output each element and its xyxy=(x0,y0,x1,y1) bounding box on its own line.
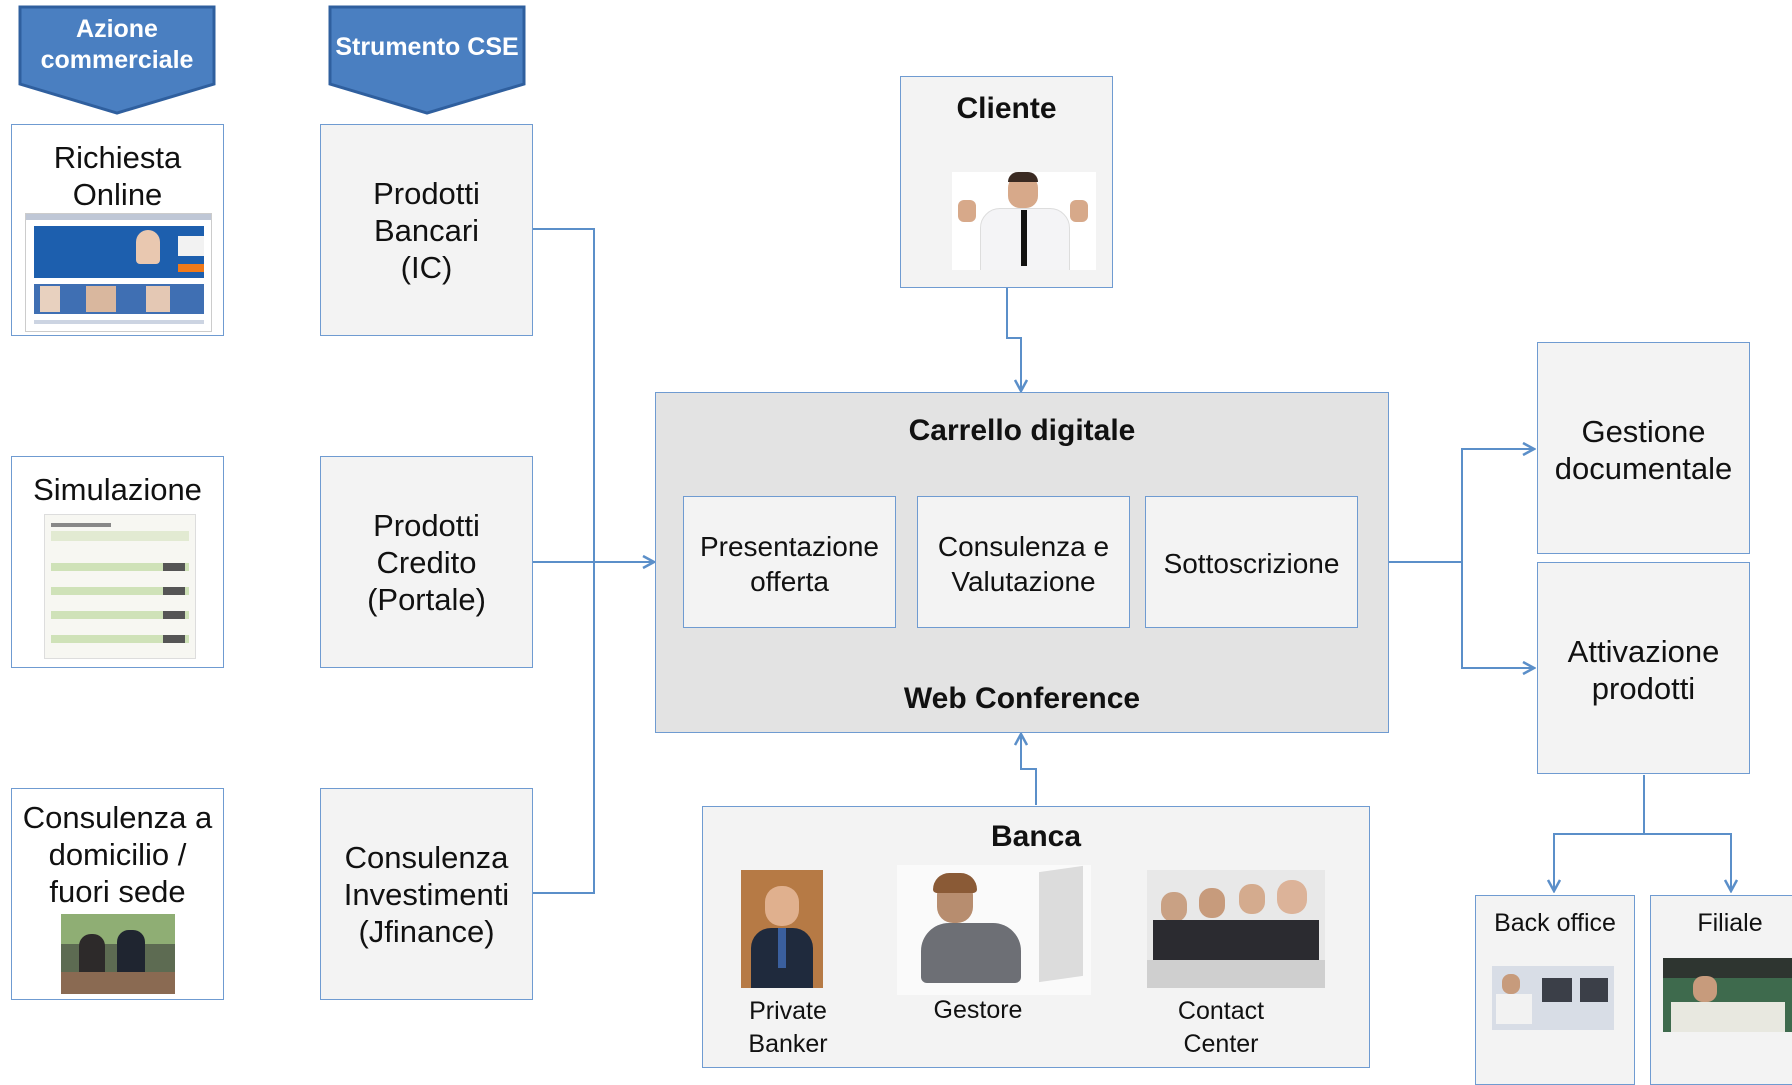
step-consulenza-valutazione: Consulenza e Valutazione xyxy=(917,496,1130,628)
connector-attivazione-filiale xyxy=(1644,833,1731,890)
connector-lines xyxy=(533,228,1792,894)
connector-cliente-carrello xyxy=(1006,288,1021,390)
step-sottoscrizione: Sottoscrizione xyxy=(1145,496,1358,628)
box-attivazione-prodotti: Attivazione prodotti xyxy=(1537,562,1750,774)
home-consulting-photo xyxy=(61,914,175,994)
header-azione-label: Azione commerciale xyxy=(40,15,194,75)
back-office-photo xyxy=(1492,966,1614,1030)
header-strumento-cse: Strumento CSE xyxy=(327,4,527,116)
header-strumento-label: Strumento CSE xyxy=(335,33,519,61)
box-gestione-documentale: Gestione documentale xyxy=(1537,342,1750,554)
role-contact-center: Contact Center xyxy=(1177,997,1265,1058)
private-banker-photo xyxy=(741,870,823,988)
step-consulenza-label: Consulenza e Valutazione xyxy=(937,531,1110,597)
back-office-label: Back office xyxy=(1494,909,1616,937)
consulenza-domicilio-label: Consulenza a domicilio / fuori sede xyxy=(22,800,213,910)
box-consulenza-domicilio: Consulenza a domicilio / fuori sede xyxy=(11,788,224,1000)
box-filiale: Filiale xyxy=(1650,895,1792,1085)
connector-carrello-split xyxy=(1389,449,1533,563)
contact-center-photo xyxy=(1147,870,1325,988)
box-richiesta-online: Richiesta Online xyxy=(11,124,224,336)
filiale-label: Filiale xyxy=(1697,909,1763,937)
box-consulenza-investimenti: Consulenza Investimenti (Jfinance) xyxy=(320,788,533,1000)
box-banca: Banca Private Banker Gestore Contact Cen… xyxy=(702,806,1370,1068)
simulation-screenshot-image xyxy=(44,514,196,659)
header-azione-commerciale: Azione commerciale xyxy=(17,4,217,116)
box-cliente: Cliente xyxy=(900,76,1113,288)
richiesta-online-label: Richiesta Online xyxy=(53,140,182,213)
role-private-banker: Private Banker xyxy=(748,997,828,1058)
role-gestore: Gestore xyxy=(933,996,1023,1024)
step-presentazione-label: Presentazione offerta xyxy=(699,531,879,597)
gestore-photo xyxy=(897,865,1091,995)
prodotti-bancari-label: Prodotti Bancari (IC) xyxy=(373,176,480,286)
consulenza-investimenti-label: Consulenza Investimenti (Jfinance) xyxy=(343,840,510,950)
banca-title: Banca xyxy=(990,820,1082,853)
attivazione-prodotti-label: Attivazione prodotti xyxy=(1567,634,1720,707)
simulazione-label: Simulazione xyxy=(33,472,202,507)
prodotti-credito-label: Prodotti Credito (Portale) xyxy=(367,508,486,618)
step-sottoscrizione-label: Sottoscrizione xyxy=(1163,548,1340,579)
gestione-documentale-label: Gestione documentale xyxy=(1554,414,1733,487)
connector-carrello-attivazione xyxy=(1461,562,1533,668)
carrello-footer: Web Conference xyxy=(903,682,1141,715)
box-back-office: Back office xyxy=(1475,895,1635,1085)
step-presentazione-offerta: Presentazione offerta xyxy=(683,496,896,628)
box-prodotti-bancari: Prodotti Bancari (IC) xyxy=(320,124,533,336)
connector-attivazione-split xyxy=(1554,775,1645,890)
carrello-title: Carrello digitale xyxy=(908,414,1136,447)
box-simulazione: Simulazione xyxy=(11,456,224,668)
client-thumbs-up-photo xyxy=(952,172,1096,270)
website-screenshot-image xyxy=(25,213,212,332)
box-prodotti-credito: Prodotti Credito (Portale) xyxy=(320,456,533,668)
filiale-photo xyxy=(1663,958,1792,1032)
connector-banca-carrello xyxy=(1021,735,1037,805)
cliente-title: Cliente xyxy=(956,92,1057,125)
